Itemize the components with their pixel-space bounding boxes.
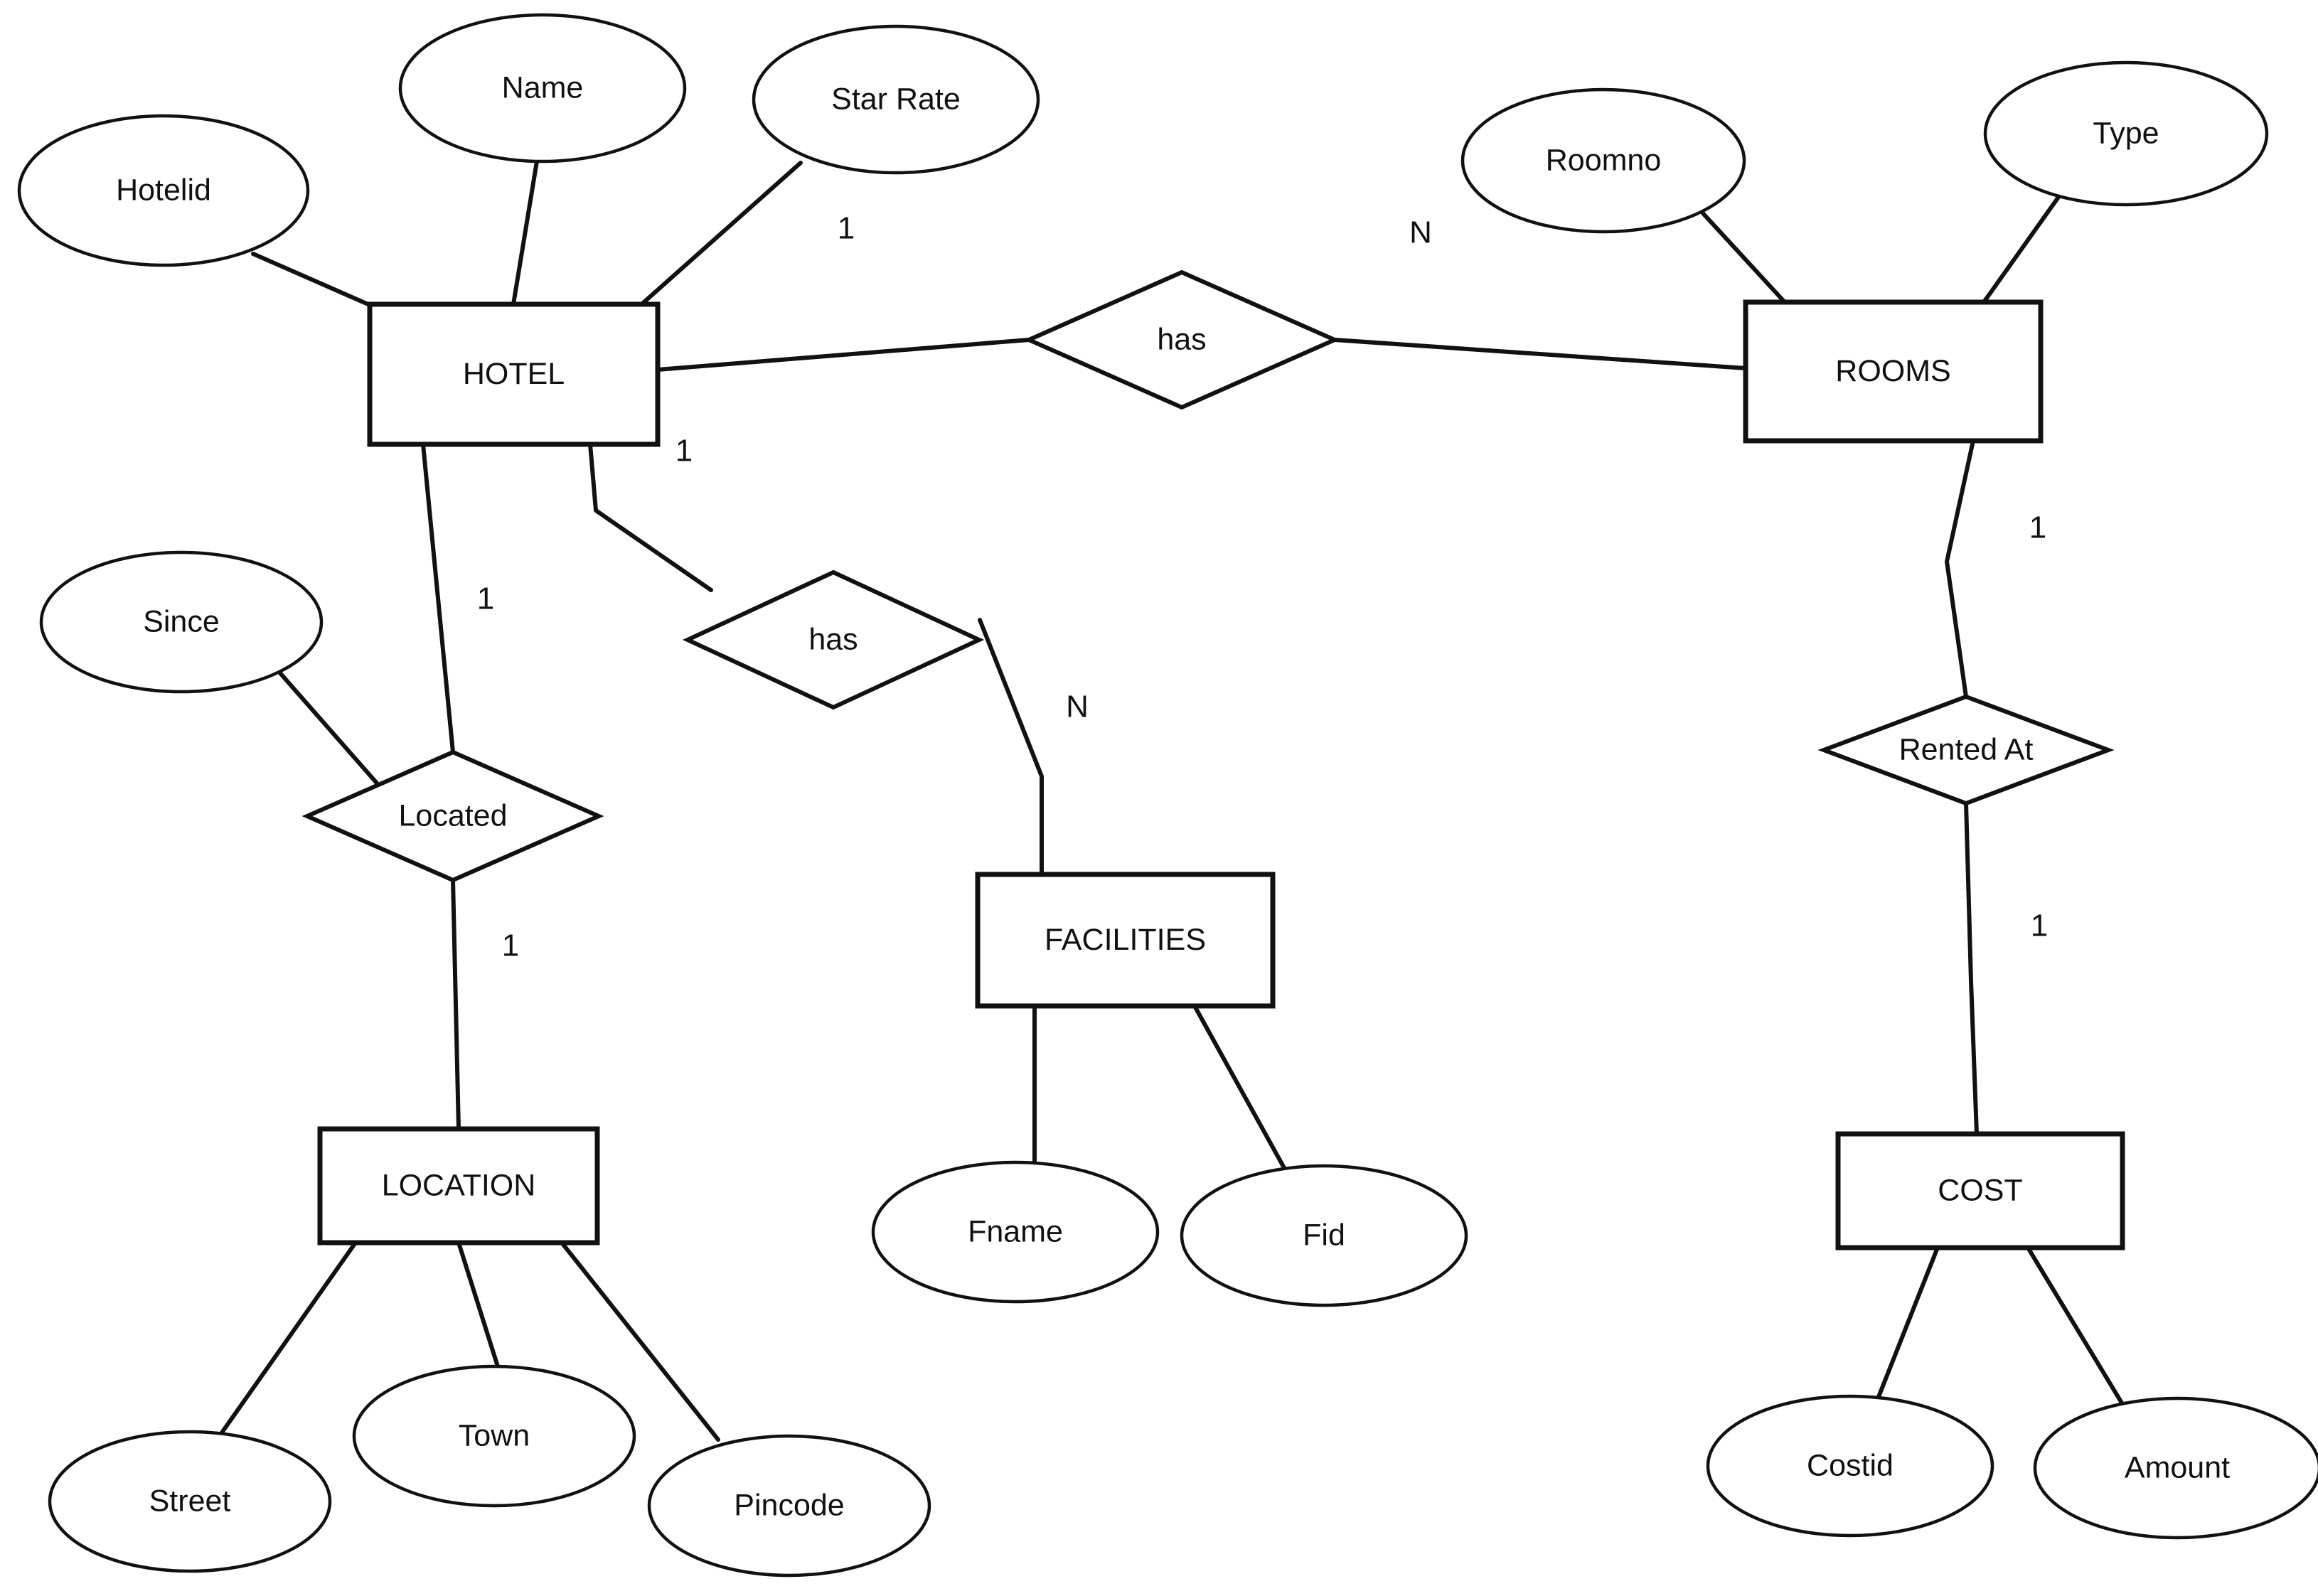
attribute-label: Amount <box>2125 1450 2230 1484</box>
attribute-label: Costid <box>1807 1448 1894 1482</box>
attribute-star-rate[interactable]: Star Rate <box>752 24 1040 175</box>
relationship-label: has <box>808 622 858 656</box>
attribute-label: Hotelid <box>116 173 211 207</box>
connector-located-to-location <box>451 878 461 1131</box>
entity-rooms[interactable]: ROOMS <box>1743 299 2044 444</box>
attribute-ellipse <box>39 550 324 694</box>
relationship-label: Located <box>398 798 507 832</box>
attribute-ellipse <box>17 114 310 267</box>
attribute-fname[interactable]: Fname <box>871 1160 1160 1304</box>
attribute-label: Pincode <box>734 1488 844 1522</box>
entity-location[interactable]: LOCATION <box>317 1126 600 1246</box>
connector-rented-at-to-cost <box>1964 801 1979 1136</box>
entity-label: ROOMS <box>1835 354 1950 388</box>
attribute-fid[interactable]: Fid <box>1180 1164 1468 1307</box>
entity-box <box>1835 1131 2125 1250</box>
relationship-has-rooms[interactable]: has <box>1023 269 1340 410</box>
connector-location-to-pincode <box>560 1241 720 1442</box>
attribute-hotelid[interactable]: Hotelid <box>17 114 310 267</box>
attribute-roomno[interactable]: Roomno <box>1460 87 1746 234</box>
entity-label: FACILITIES <box>1045 923 1206 957</box>
attribute-amount[interactable]: Amount <box>2033 1396 2318 1540</box>
attribute-ellipse <box>1460 87 1746 234</box>
attribute-street[interactable]: Street <box>48 1430 332 1573</box>
connector-has-facilities-to-facilities <box>978 618 1044 877</box>
relationship-diamond <box>1817 694 2115 806</box>
attribute-ellipse <box>647 1434 931 1578</box>
entity-box <box>1743 299 2044 444</box>
entity-facilities[interactable]: FACILITIES <box>975 872 1276 1009</box>
entity-box <box>317 1126 600 1246</box>
cardinality-card-rooms-has: N <box>1409 215 1432 250</box>
attribute-ellipse <box>1180 1164 1468 1307</box>
cardinality-card-fac-n: N <box>1066 690 1089 724</box>
connector-name-to-hotel <box>511 159 539 306</box>
entity-label: LOCATION <box>382 1168 536 1202</box>
attribute-ellipse <box>752 24 1040 175</box>
relationship-located[interactable]: Located <box>301 749 604 883</box>
connector-hotel-to-has-rooms <box>656 338 1031 372</box>
attribute-ellipse <box>352 1364 636 1508</box>
cardinality-card-hotel-starrate: 1 <box>838 211 855 246</box>
connector-cost-to-amount <box>2026 1246 2125 1406</box>
edges-layer <box>218 159 2125 1442</box>
connector-has-rooms-to-rooms <box>1332 338 1748 370</box>
attribute-ellipse <box>2033 1396 2318 1540</box>
connector-hotel-to-located <box>421 442 455 754</box>
connector-since-to-located <box>274 666 386 793</box>
attribute-label: Type <box>2093 116 2159 150</box>
attribute-label: Fid <box>1303 1218 1345 1252</box>
attribute-label: Star Rate <box>831 82 961 116</box>
relationship-has-facilities[interactable]: has <box>682 569 985 710</box>
entity-cost[interactable]: COST <box>1835 1131 2125 1250</box>
attribute-ellipse <box>48 1430 332 1573</box>
connector-roomno-to-rooms <box>1701 211 1787 304</box>
connector-star-rate-to-hotel <box>638 161 803 308</box>
relationship-label: Rented At <box>1899 732 2034 766</box>
connector-type-to-rooms <box>1982 192 2063 304</box>
connector-rooms-to-rented-at <box>1945 439 1975 699</box>
entity-hotel[interactable]: HOTEL <box>367 301 661 447</box>
attribute-label: Town <box>459 1418 530 1452</box>
attribute-label: Roomno <box>1546 143 1662 177</box>
relationship-rented-at[interactable]: Rented At <box>1817 694 2115 806</box>
attribute-ellipse <box>1983 60 2269 207</box>
attribute-ellipse <box>1706 1394 1994 1538</box>
attribute-label: Name <box>502 70 584 105</box>
cardinality-card-located-loc: 1 <box>502 928 519 963</box>
entity-box <box>367 301 661 447</box>
entity-label: COST <box>1938 1173 2022 1207</box>
cardinality-card-hotel-has-fac: 1 <box>675 434 693 468</box>
connector-hotelid-to-hotel <box>251 252 390 315</box>
attribute-ellipse <box>871 1160 1160 1304</box>
cardinality-card-rented-cost: 1 <box>2031 909 2048 943</box>
relationship-diamond <box>682 569 985 710</box>
relationship-diamond <box>301 749 604 883</box>
connector-location-to-street <box>218 1241 358 1437</box>
connector-facilities-to-fid <box>1192 1004 1289 1175</box>
attribute-town[interactable]: Town <box>352 1364 636 1508</box>
relationship-diamond <box>1023 269 1340 410</box>
cardinality-card-hotel-located: 1 <box>477 582 494 616</box>
connector-location-to-town <box>456 1241 500 1369</box>
entity-label: HOTEL <box>463 357 565 391</box>
attribute-ellipse <box>398 13 687 164</box>
attribute-since[interactable]: Since <box>39 550 324 694</box>
connector-cost-to-costid <box>1874 1246 1940 1406</box>
attribute-costid[interactable]: Costid <box>1706 1394 1994 1538</box>
attribute-label: Street <box>149 1484 231 1518</box>
relationship-label: has <box>1157 322 1206 356</box>
cardinality-card-rooms-rented: 1 <box>2029 510 2046 545</box>
attribute-name[interactable]: Name <box>398 13 687 164</box>
attribute-label: Fname <box>968 1214 1063 1248</box>
attribute-label: Since <box>143 604 220 638</box>
connector-hotel-to-has-facilities <box>588 442 713 592</box>
attribute-type[interactable]: Type <box>1983 60 2269 207</box>
entity-box <box>975 872 1276 1009</box>
attribute-pincode[interactable]: Pincode <box>647 1434 931 1578</box>
